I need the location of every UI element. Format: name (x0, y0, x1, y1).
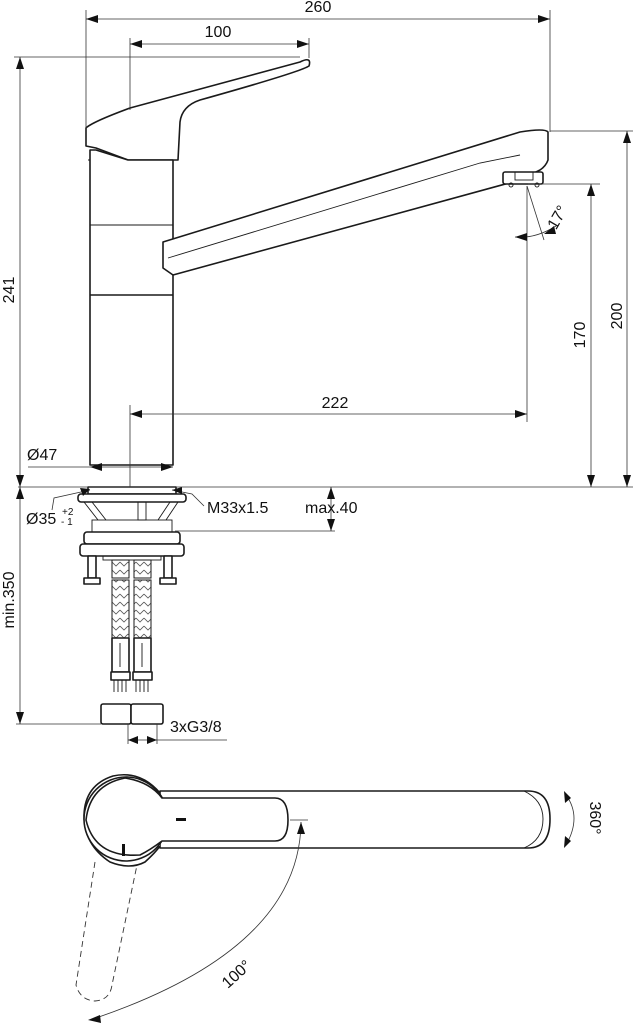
label-max-40: max.40 (305, 500, 358, 517)
dim-body-diameter: Ø47 (27, 447, 173, 471)
dim-lever-length: 100 (129, 24, 310, 110)
label-tolerance-minus: - 1 (61, 517, 73, 528)
dim-spout-projection: 222 (129, 395, 527, 487)
dim-aerator-angle: 17° (514, 185, 572, 422)
dim-hole-diameter: Ø35 +2 - 1 (26, 488, 91, 528)
dim-total-height: 241 (1, 56, 300, 487)
top-view: 100° 360° (75, 774, 603, 1023)
dim-aerator-height: 170 (528, 183, 600, 487)
label-diameter-35: Ø35 (26, 511, 56, 528)
label-min-350: min.350 (1, 571, 18, 628)
dim-deck-thickness: max.40 (175, 487, 358, 532)
hot-cold-mark-horizontal (176, 818, 186, 821)
dim-spout-height: 200 (550, 130, 633, 487)
dim-hose-length: min.350 (1, 487, 101, 725)
dim-thread: M33x1.5 (171, 487, 268, 517)
label-connections: 3xG3/8 (170, 719, 222, 736)
lever-top (85, 777, 289, 856)
label-260: 260 (305, 0, 332, 16)
dim-overall-reach: 260 (85, 0, 551, 132)
label-200: 200 (609, 303, 626, 330)
label-17deg: 17° (545, 203, 572, 232)
label-241: 241 (1, 277, 18, 304)
lever-rotated-ghost (75, 861, 138, 1002)
label-100deg: 100° (219, 957, 255, 992)
body-column (89, 149, 174, 466)
label-diameter-47: Ø47 (27, 447, 57, 464)
label-170: 170 (572, 322, 589, 349)
mounting-assembly (77, 486, 187, 585)
label-222: 222 (322, 395, 349, 412)
label-100: 100 (205, 24, 232, 41)
side-view: 260 100 241 200 (1, 0, 633, 744)
label-360deg: 360° (586, 801, 603, 834)
spout (162, 129, 549, 276)
supply-hoses (100, 559, 164, 725)
hot-cold-mark-vertical (122, 844, 125, 856)
dim-connections: 3xG3/8 (127, 719, 227, 744)
lever-handle (85, 58, 311, 161)
label-tolerance-plus: +2 (62, 507, 74, 518)
label-thread: M33x1.5 (207, 500, 268, 517)
